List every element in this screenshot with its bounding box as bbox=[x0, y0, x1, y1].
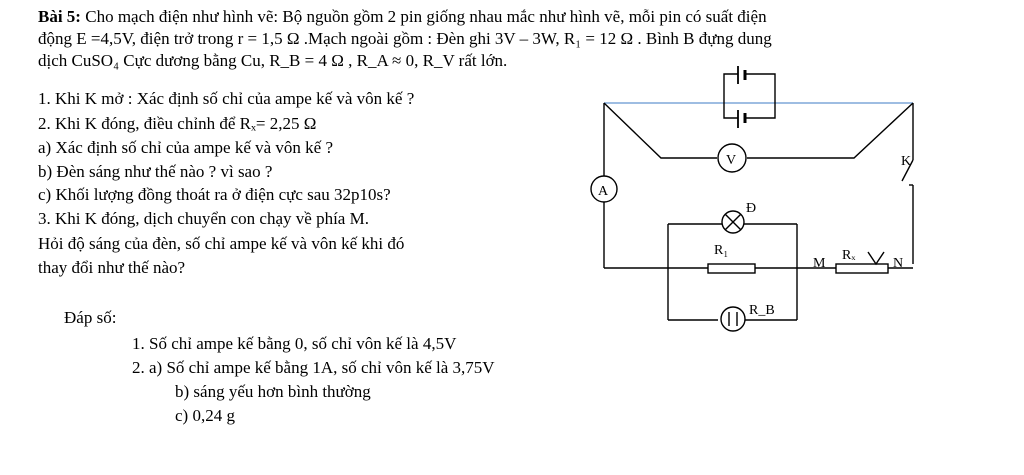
problem-text-1: Cho mạch điện như hình vẽ: Bộ nguồn gồm … bbox=[85, 7, 767, 26]
node-n-label: N bbox=[893, 256, 903, 271]
question-3: 3. Khi K đóng, dịch chuyển con chạy về p… bbox=[38, 209, 369, 228]
electrolytic-cell: R_B bbox=[720, 303, 775, 332]
answer-2b: b) sáng yếu hơn bình thường bbox=[175, 382, 371, 401]
battery-pack bbox=[604, 66, 913, 128]
lamp-label: Đ bbox=[746, 201, 756, 216]
question-2: 2. Khi K đóng, điều chỉnh để Rₓ= 2,25 Ω bbox=[38, 114, 317, 133]
question-3-line-2: Hỏi độ sáng của đèn, số chỉ ampe kế và v… bbox=[38, 234, 405, 253]
switch-label: K bbox=[901, 154, 911, 169]
answer-2c: c) 0,24 g bbox=[175, 406, 235, 425]
resistor-r1: R₁ bbox=[707, 243, 756, 274]
rheostat-rx: Rₓ bbox=[835, 248, 889, 274]
lamp: Đ bbox=[721, 201, 756, 234]
ammeter-label: A bbox=[598, 184, 609, 199]
question-1: 1. Khi K mở : Xác định số chỉ của ampe k… bbox=[38, 89, 415, 108]
problem-line-3: dịch CuSO₄ Cực dương bằng Cu, R_B = 4 Ω … bbox=[38, 51, 508, 70]
answer-1: 1. Số chỉ ampe kế bằng 0, số chỉ vôn kế … bbox=[132, 334, 457, 353]
ammeter: A bbox=[590, 175, 618, 203]
question-3-line-3: thay đổi như thế nào? bbox=[38, 258, 186, 277]
r1-label: R₁ bbox=[714, 243, 728, 258]
rheostat-label: Rₓ bbox=[842, 248, 856, 263]
node-m-label: M bbox=[813, 256, 826, 271]
switch-k: K bbox=[901, 103, 914, 264]
question-2b: b) Đèn sáng như thế nào ? vì sao ? bbox=[38, 162, 273, 181]
voltmeter: V bbox=[717, 143, 747, 173]
voltmeter-label: V bbox=[726, 153, 736, 168]
problem-line-1: Bài 5: Cho mạch điện như hình vẽ: Bộ ngu… bbox=[38, 6, 1008, 28]
answers-heading: Đáp số: bbox=[64, 308, 117, 327]
cell-label: R_B bbox=[749, 303, 775, 318]
answer-2a: 2. a) Số chỉ ampe kế bằng 1A, số chỉ vôn… bbox=[132, 358, 495, 377]
question-2c: c) Khối lượng đồng thoát ra ở điện cực s… bbox=[38, 185, 391, 204]
problem-statement: Bài 5: Cho mạch điện như hình vẽ: Bộ ngu… bbox=[38, 6, 1008, 72]
problem-heading: Bài 5: bbox=[38, 7, 81, 26]
problem-line-2: động E =4,5V, điện trở trong r = 1,5 Ω .… bbox=[38, 29, 772, 48]
question-2a: a) Xác định số chỉ của ampe kế và vôn kế… bbox=[38, 138, 334, 157]
